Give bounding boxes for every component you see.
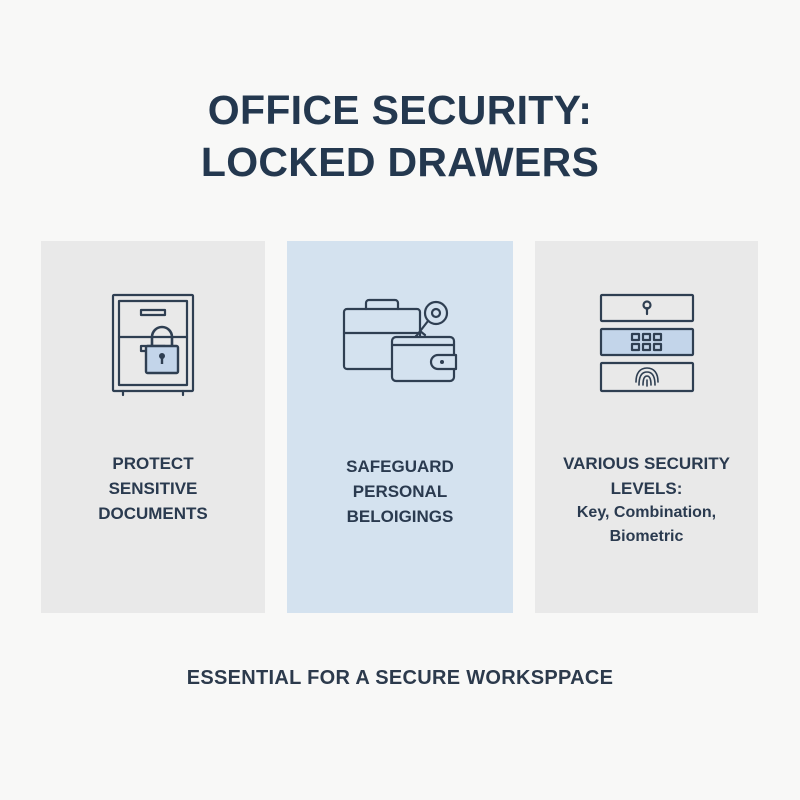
fingerprint-icon <box>599 361 694 393</box>
page-title-line-2: LOCKED DRAWERS <box>200 139 600 185</box>
card-security-levels: VARIOUS SECURITY LEVELS: Key, Combinatio… <box>535 241 758 613</box>
keypad-icon <box>599 327 694 357</box>
card-text: PROTECT SENSITIVE DOCUMENTS <box>49 451 257 526</box>
card-safeguard-belongings: SAFEGUARD PERSONAL BELOIGINGS <box>287 241 513 613</box>
card-protect-documents: PROTECT SENSITIVE DOCUMENTS <box>41 241 265 613</box>
card-text-line: LEVELS: <box>610 479 683 498</box>
card-text-subline: Key, Combination, <box>576 504 717 521</box>
card-text: SAFEGUARD PERSONAL BELOIGINGS <box>295 454 505 529</box>
card-text-line: PROTECT <box>112 454 194 473</box>
card-text-line: DOCUMENTS <box>98 504 208 523</box>
card-text-line: SAFEGUARD <box>346 457 454 476</box>
page-title-line-1: OFFICE SECURITY: <box>207 87 593 133</box>
briefcase-wallet-key-icon <box>287 291 513 406</box>
card-text-line: BELOIGINGS <box>346 507 454 526</box>
locked-cabinet-icon <box>41 291 265 406</box>
footer-text: ESSENTIAL FOR A SECURE WORKSPPACE <box>186 667 614 689</box>
page-title: OFFICE SECURITY: LOCKED DRAWERS <box>0 84 800 188</box>
card-text-line: PERSONAL <box>352 482 448 501</box>
card-text-subline: Biometric <box>609 528 684 545</box>
card-text: VARIOUS SECURITY LEVELS: Key, Combinatio… <box>543 451 750 549</box>
card-text-line: VARIOUS SECURITY <box>563 454 730 473</box>
security-levels-icon <box>535 291 758 406</box>
keyhole-icon <box>599 293 694 323</box>
card-text-line: SENSITIVE <box>108 479 198 498</box>
